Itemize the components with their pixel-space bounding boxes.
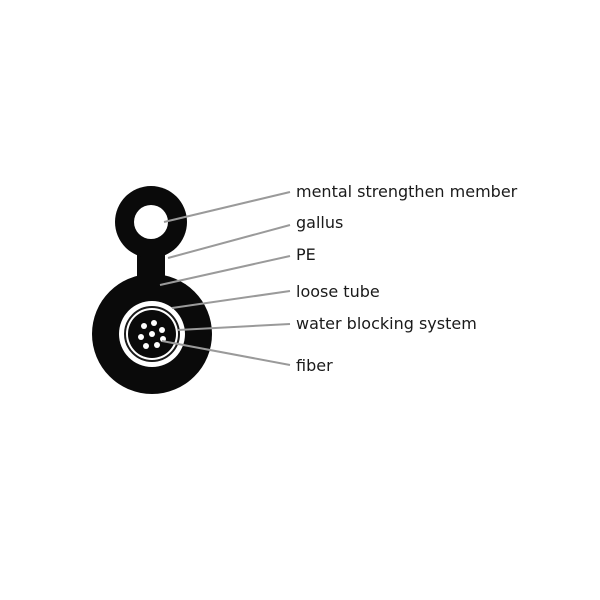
fiber-dot [159,327,165,333]
leader-loose-tube [171,290,291,309]
leader-water-blocking [177,323,291,331]
fiber-dot [143,343,149,349]
label-loose-tube: loose tube [296,282,380,301]
fiber-dot [141,323,147,329]
label-gallus: gallus [296,213,344,232]
leader-fiber [161,340,291,366]
label-fiber: fiber [296,356,333,375]
water-blocking-ring [124,306,180,362]
fibers [138,320,166,349]
label-strength-member: mental strengthen member [296,182,518,201]
leader-gallus [167,224,291,259]
fiber-dot [154,342,160,348]
leader-strength-member [163,191,291,223]
messenger-hole [134,205,168,239]
leader-pe [159,255,291,286]
leader-lines [159,191,291,366]
label-water-blocking: water blocking system [296,314,477,333]
fiber-dot [151,320,157,326]
fiber-dot [149,331,155,337]
label-pe: PE [296,245,316,264]
fiber-dot [138,334,144,340]
